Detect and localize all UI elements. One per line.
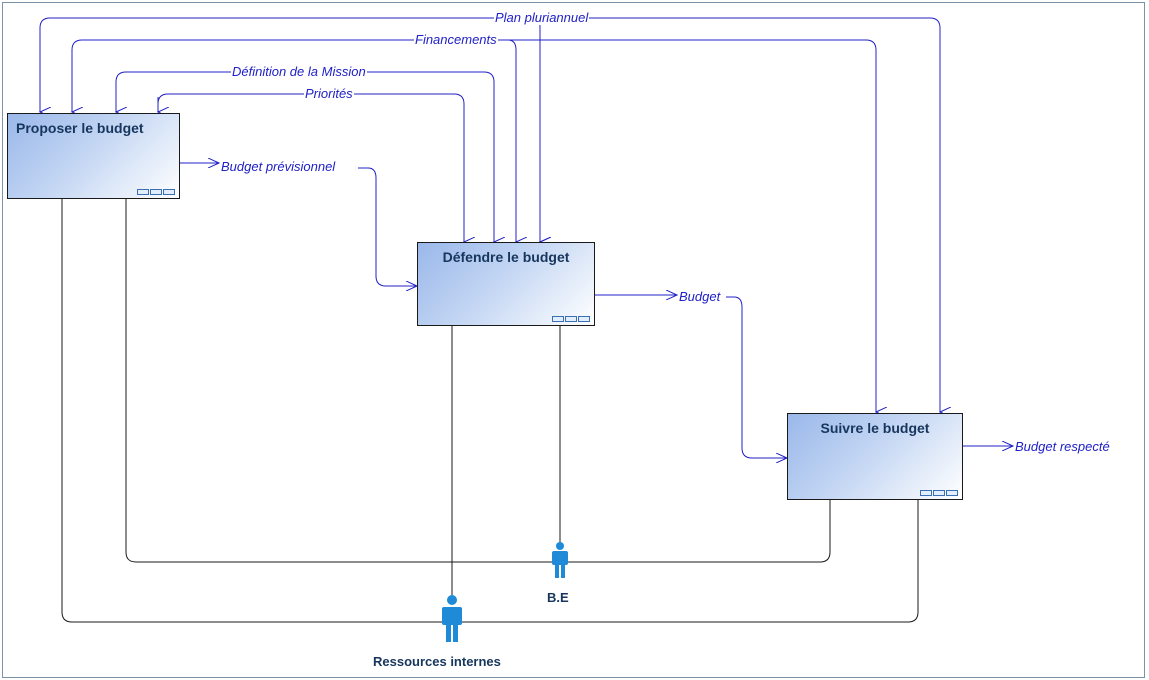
activity-suivre-budget[interactable]: Suivre le budget — [787, 413, 963, 500]
flow-label-respecte: Budget respecté — [1014, 439, 1111, 454]
actor-label-be: B.E — [547, 590, 569, 605]
subprocess-icon — [920, 490, 958, 496]
activity-proposer-budget[interactable]: Proposer le budget — [7, 113, 180, 199]
subprocess-icon — [137, 189, 175, 195]
flow-budget-connector — [595, 294, 787, 458]
person-icon — [442, 595, 462, 642]
flow-label-previsionnel: Budget prévisionnel — [220, 159, 337, 174]
activity-title: Suivre le budget — [820, 420, 930, 436]
flow-label-budget: Budget — [678, 289, 722, 304]
flow-label-plan: Plan pluriannuel — [494, 10, 590, 25]
flow-label-mission: Définition de la Mission — [231, 64, 367, 79]
subprocess-icon — [552, 316, 590, 322]
flow-label-priorites: Priorités — [304, 86, 354, 101]
resource-line-ressources — [61, 198, 919, 623]
resource-line-be — [125, 198, 831, 563]
flow-label-financements: Financements — [414, 32, 498, 47]
person-icon — [552, 542, 568, 578]
actor-label-ressources: Ressources internes — [373, 654, 501, 669]
activity-title: Proposer le budget — [16, 120, 144, 136]
activity-defendre-budget[interactable]: Défendre le budget — [417, 242, 595, 326]
flow-previsionnel-connector — [180, 162, 417, 286]
flow-financements-connector — [71, 39, 877, 412]
activity-title: Défendre le budget — [442, 249, 570, 265]
flow-plan-connector — [39, 17, 941, 412]
